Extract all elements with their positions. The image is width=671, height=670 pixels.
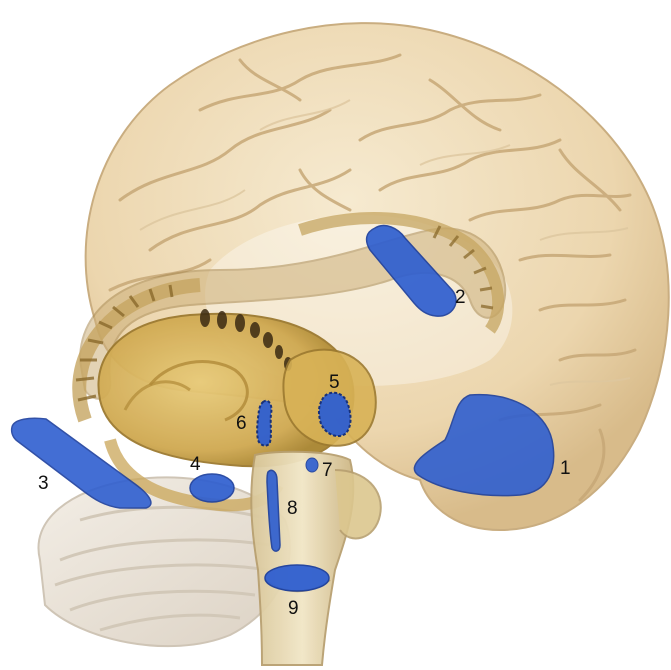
label-1: 1 xyxy=(560,458,571,479)
region-4-area xyxy=(190,474,234,502)
label-6: 6 xyxy=(236,413,247,434)
region-6-area xyxy=(257,401,271,446)
label-7: 7 xyxy=(322,460,333,481)
region-9-area xyxy=(265,565,329,591)
label-5: 5 xyxy=(329,372,340,393)
label-3: 3 xyxy=(38,473,49,494)
region-7-area xyxy=(306,458,318,472)
label-4: 4 xyxy=(190,454,201,475)
label-2: 2 xyxy=(455,287,466,308)
label-8: 8 xyxy=(287,498,298,519)
label-9: 9 xyxy=(288,598,299,619)
